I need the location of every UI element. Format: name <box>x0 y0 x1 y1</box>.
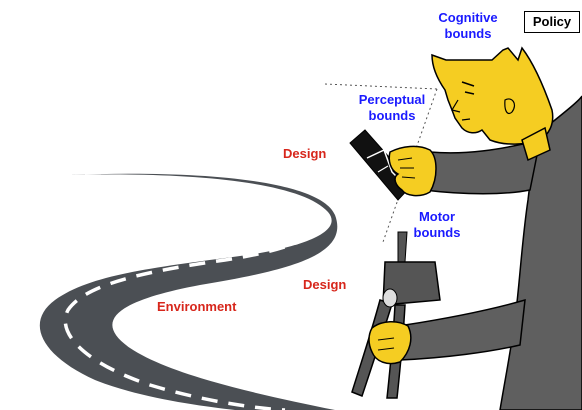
driver-hand-wheel <box>368 321 412 365</box>
road-center-line <box>63 174 324 410</box>
driver-nose <box>451 99 461 113</box>
environment-label: Environment <box>157 299 237 314</box>
perceptual-bounds-label: Perceptual bounds <box>358 92 426 123</box>
driver-head <box>431 46 554 145</box>
driver-eye <box>464 91 475 95</box>
driver-hand-phone <box>388 145 437 197</box>
driver-eyebrow <box>461 81 475 87</box>
road-illustration <box>39 173 338 410</box>
design-label-top: Design <box>283 146 327 161</box>
driver-upper-arm <box>423 138 541 195</box>
driver-mouth <box>461 118 471 121</box>
cognitive-bounds-label: Cognitive bounds <box>438 10 498 41</box>
steering-wheel <box>351 231 441 399</box>
road-surface <box>39 173 338 410</box>
motor-bounds-label: Motor bounds <box>413 209 461 240</box>
policy-label: Policy <box>532 14 572 29</box>
driver-ear <box>504 98 516 115</box>
driver-lower-arm <box>399 298 526 361</box>
policy-box: Policy <box>524 11 580 33</box>
design-label-bottom: Design <box>303 277 347 292</box>
driver-neck <box>521 126 551 162</box>
